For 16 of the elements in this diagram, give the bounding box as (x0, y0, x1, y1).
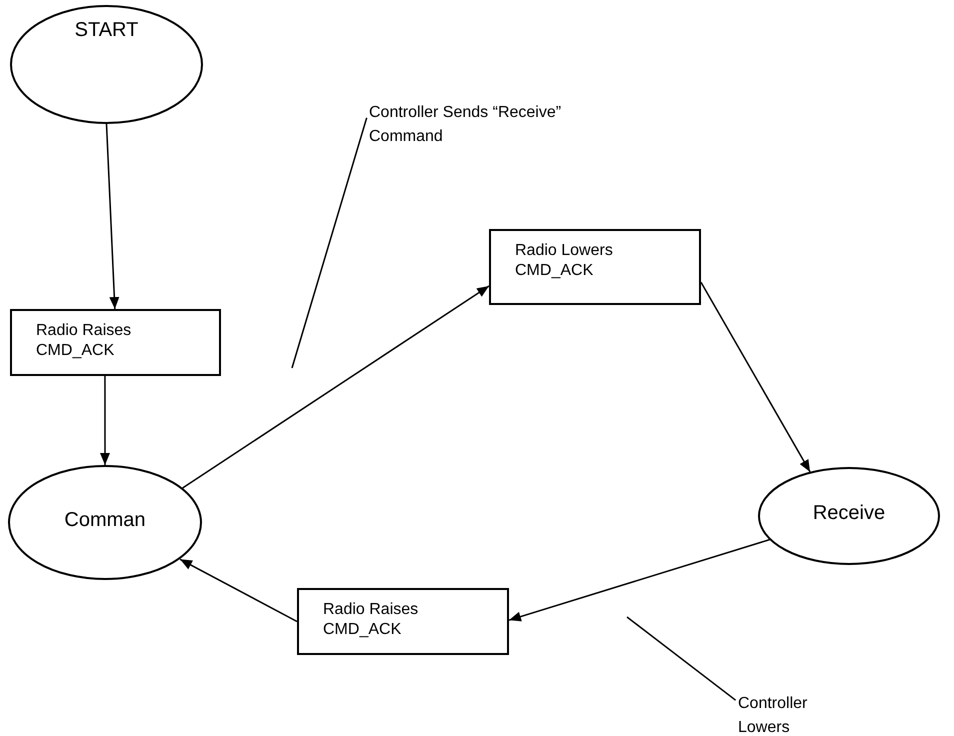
process-box: Radio Raises CMD_ACK (10, 309, 221, 376)
arrow (508, 538, 770, 622)
arrow (106, 124, 120, 310)
arrow (100, 376, 110, 465)
annotation-text: Controller Lowers (738, 692, 858, 736)
state-label: Comman (63, 509, 147, 532)
annotation-text: Controller Sends “Receive” Command (369, 101, 599, 149)
arrow (180, 558, 298, 622)
arrow (700, 282, 811, 472)
arrow (182, 285, 490, 489)
state-label: START (74, 19, 140, 42)
leader-line (291, 118, 368, 368)
leader-line (626, 616, 736, 701)
process-box: Radio Lowers CMD_ACK (489, 229, 701, 305)
state-label: Receive (812, 502, 886, 525)
process-box: Radio Raises CMD_ACK (297, 588, 509, 655)
